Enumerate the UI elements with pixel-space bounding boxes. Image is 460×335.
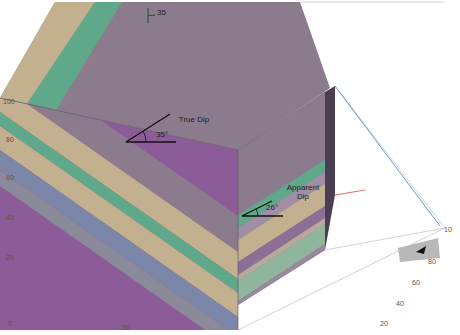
axis-tick: 60: [412, 279, 420, 287]
angle-label: 35°: [156, 131, 168, 140]
axis-tick: 20: [380, 320, 388, 328]
axis-tick: 80: [428, 258, 436, 266]
block-edges: [0, 92, 325, 330]
axis-tick: 60: [6, 174, 14, 182]
true-dip-angle: [126, 114, 176, 142]
apparent-dip-angle: [242, 201, 283, 216]
strike-dip-symbol: [148, 8, 155, 23]
axis-tick: 40: [6, 214, 14, 222]
axis-tick: 50: [122, 324, 130, 332]
axis-tick: 80: [6, 136, 14, 144]
axis-line: [335, 86, 440, 226]
dip-label: True Dip: [178, 116, 210, 125]
axis-tick: 100: [3, 98, 15, 106]
axis-line: [335, 190, 365, 195]
axis-tick: 40: [396, 300, 404, 308]
side-face: [325, 86, 335, 250]
axis-tick: 0: [8, 320, 12, 328]
cut-face: [236, 88, 328, 315]
angle-label: 26°: [266, 204, 278, 213]
axis-tick: 20: [6, 254, 14, 262]
axis-tick: 10: [444, 226, 452, 234]
front-face: [0, 50, 240, 335]
dip-label: Apparent Dip: [283, 184, 323, 202]
dip-value: 35: [157, 9, 166, 18]
